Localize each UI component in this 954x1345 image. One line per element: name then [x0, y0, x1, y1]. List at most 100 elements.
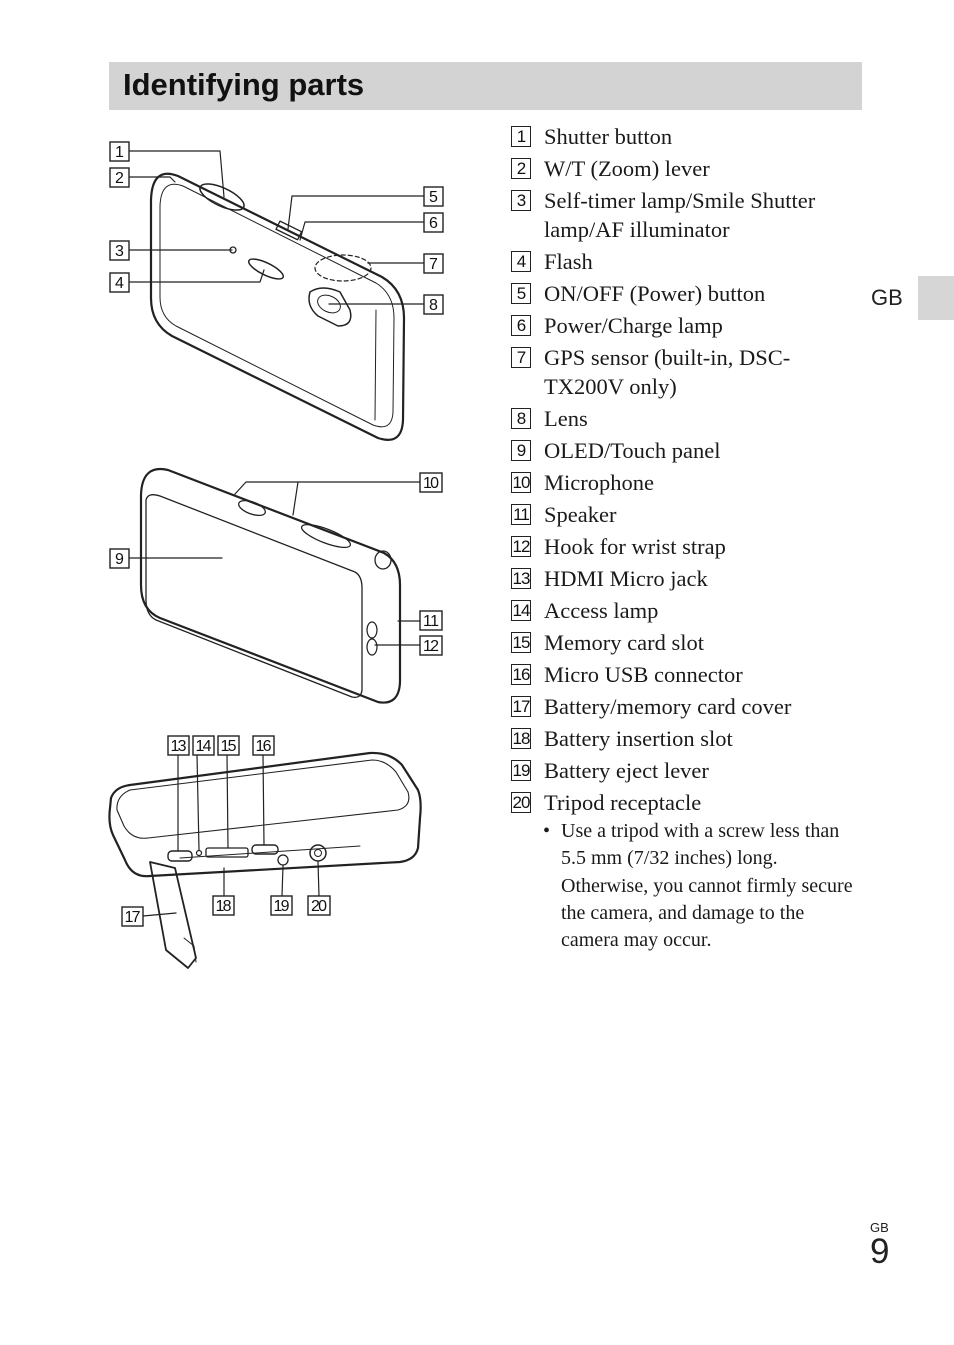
list-item: 9 OLED/Touch panel — [509, 436, 869, 465]
svg-text:4: 4 — [115, 275, 124, 292]
list-item: 11 Speaker — [509, 500, 869, 529]
svg-text:3: 3 — [115, 243, 124, 260]
part-number-box: 1 — [511, 126, 531, 147]
svg-text:8: 8 — [429, 297, 438, 314]
callout-3: 3 — [109, 240, 130, 261]
part-label: Access lamp — [544, 598, 659, 623]
callout-20: 20 — [307, 895, 331, 916]
list-item: 2 W/T (Zoom) lever — [509, 154, 869, 183]
list-item: 14 Access lamp — [509, 596, 869, 625]
callout-4: 4 — [109, 272, 130, 293]
part-label: Speaker — [544, 502, 617, 527]
folio-region-code: GB — [870, 1220, 889, 1235]
callout-13: 13 — [167, 735, 190, 756]
tripod-note: • Use a tripod with a screw less than 5.… — [543, 818, 863, 954]
camera-front-illustration — [129, 150, 425, 441]
part-number-box: 20 — [511, 792, 531, 813]
svg-text:19: 19 — [274, 898, 290, 915]
part-label: Power/Charge lamp — [544, 313, 723, 338]
svg-text:10: 10 — [423, 475, 439, 492]
page-title: Identifying parts — [123, 67, 365, 102]
part-label: Hook for wrist strap — [544, 534, 726, 559]
part-number-box: 9 — [511, 440, 531, 461]
callout-8: 8 — [423, 294, 444, 315]
list-item: 19 Battery eject lever — [509, 756, 869, 785]
note-text: Use a tripod with a screw less than 5.5 … — [561, 820, 853, 952]
list-item: 12 Hook for wrist strap — [509, 532, 869, 561]
part-label: Lens — [544, 406, 588, 431]
svg-text:5: 5 — [429, 189, 438, 206]
part-number-box: 10 — [511, 472, 531, 493]
part-number-box: 13 — [511, 568, 531, 589]
note-bullet: • — [543, 820, 551, 842]
callout-1: 1 — [109, 141, 130, 162]
part-label: Flash — [544, 249, 593, 274]
list-item: 6 Power/Charge lamp — [509, 311, 869, 340]
language-tab — [918, 276, 954, 320]
part-label: Memory card slot — [544, 630, 704, 655]
svg-text:7: 7 — [429, 256, 438, 273]
part-number-box: 7 — [511, 347, 531, 368]
part-label: OLED/Touch panel — [544, 438, 721, 463]
part-number-box: 18 — [511, 728, 531, 749]
callout-16: 16 — [252, 735, 275, 756]
callout-14: 14 — [192, 735, 215, 756]
part-label: Tripod receptacle — [544, 790, 702, 815]
camera-bottom-illustration — [108, 751, 422, 969]
page-number: 9 — [870, 1232, 890, 1271]
list-item: 20 Tripod receptacle — [509, 788, 869, 817]
callout-5: 5 — [423, 186, 444, 207]
part-number-box: 3 — [511, 190, 531, 211]
language-tab-label: GB — [871, 285, 903, 310]
part-label: GPS sensor (built-in, DSC-TX200V only) — [544, 345, 791, 399]
callout-2: 2 — [109, 167, 130, 188]
part-label: W/T (Zoom) lever — [544, 156, 710, 181]
part-number-box: 19 — [511, 760, 531, 781]
section-title-bar: Identifying parts — [109, 62, 862, 110]
callout-10: 10 — [419, 472, 443, 493]
callout-17: 17 — [121, 906, 144, 927]
part-number-box: 2 — [511, 158, 531, 179]
svg-text:15: 15 — [221, 738, 237, 755]
list-item: 13 HDMI Micro jack — [509, 564, 869, 593]
list-item: 17 Battery/memory card cover — [509, 692, 869, 721]
part-label: ON/OFF (Power) button — [544, 281, 766, 306]
camera-back-illustration — [129, 467, 421, 704]
callout-15: 15 — [217, 735, 240, 756]
callout-19: 19 — [270, 895, 293, 916]
svg-text:1: 1 — [115, 144, 124, 161]
list-item: 7 GPS sensor (built-in, DSC-TX200V only) — [509, 343, 869, 401]
part-label: Battery/memory card cover — [544, 694, 792, 719]
callout-18: 18 — [212, 895, 235, 916]
part-number-box: 15 — [511, 632, 531, 653]
part-number-box: 16 — [511, 664, 531, 685]
svg-text:12: 12 — [423, 638, 439, 655]
part-label: Microphone — [544, 470, 654, 495]
callout-6: 6 — [423, 212, 444, 233]
svg-text:2: 2 — [115, 170, 124, 187]
part-number-box: 6 — [511, 315, 531, 336]
part-label: Battery insertion slot — [544, 726, 733, 751]
part-label: Battery eject lever — [544, 758, 709, 783]
part-number-box: 11 — [511, 504, 531, 525]
svg-text:17: 17 — [125, 909, 141, 926]
part-number-box: 12 — [511, 536, 531, 557]
svg-text:14: 14 — [196, 738, 212, 755]
part-label: HDMI Micro jack — [544, 566, 708, 591]
list-item: 18 Battery insertion slot — [509, 724, 869, 753]
list-item: 15 Memory card slot — [509, 628, 869, 657]
svg-text:11: 11 — [423, 613, 439, 630]
callout-11: 11 — [419, 610, 443, 631]
svg-text:6: 6 — [429, 215, 438, 232]
part-number-box: 17 — [511, 696, 531, 717]
svg-text:20: 20 — [311, 898, 327, 915]
part-number-box: 14 — [511, 600, 531, 621]
